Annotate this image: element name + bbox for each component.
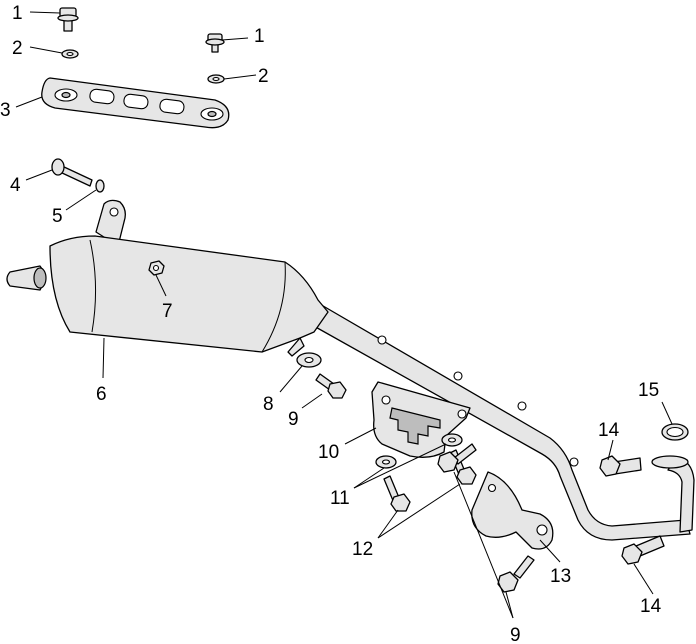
gasket-washer bbox=[296, 352, 322, 368]
bolt-bottom-left bbox=[437, 443, 477, 473]
callout-10: 10 bbox=[318, 442, 339, 463]
mounting-bracket bbox=[41, 77, 230, 129]
callout-11: 11 bbox=[330, 488, 350, 509]
callout-3: 3 bbox=[0, 100, 11, 121]
callout-2: 2 bbox=[258, 66, 269, 87]
bolt-top-right bbox=[205, 33, 225, 53]
callout-1: 1 bbox=[254, 26, 265, 47]
nut bbox=[148, 260, 165, 276]
pipe-clamp-bracket bbox=[471, 471, 554, 550]
callout-2: 2 bbox=[12, 38, 23, 59]
bolt-flange-upper bbox=[599, 455, 642, 477]
washer-top-right bbox=[207, 74, 225, 84]
callout-9: 9 bbox=[288, 409, 299, 430]
callout-5: 5 bbox=[52, 206, 63, 227]
washer-shield-right bbox=[441, 433, 463, 447]
exhaust-pipe bbox=[311, 302, 695, 541]
callout-14: 14 bbox=[640, 596, 662, 617]
callout-9: 9 bbox=[510, 625, 521, 644]
callout-1: 1 bbox=[12, 3, 23, 24]
callout-15: 15 bbox=[638, 380, 659, 401]
callout-13: 13 bbox=[550, 566, 571, 587]
bolt-top-left bbox=[57, 7, 79, 32]
muffler bbox=[6, 199, 329, 357]
leader-lines bbox=[15, 11, 673, 619]
washer-top-left bbox=[61, 49, 79, 59]
callout-8: 8 bbox=[263, 394, 274, 415]
bolt-bottom-right bbox=[497, 555, 535, 593]
callout-7: 7 bbox=[162, 301, 173, 322]
callout-14: 14 bbox=[598, 420, 620, 441]
washer-shield-left bbox=[375, 455, 397, 469]
bolt-shield-left bbox=[383, 475, 411, 512]
callout-labels: 1 1 2 2 3 4 5 6 7 8 9 10 11 12 13 9 14 1… bbox=[0, 3, 662, 644]
bolt-side bbox=[51, 158, 93, 187]
washer-side bbox=[95, 179, 105, 193]
exhaust-gasket bbox=[661, 423, 689, 441]
bolt-flange-lower bbox=[621, 535, 665, 565]
callout-4: 4 bbox=[10, 175, 21, 196]
callout-12: 12 bbox=[352, 539, 373, 560]
bolt-mid bbox=[315, 373, 347, 399]
callout-6: 6 bbox=[96, 384, 107, 405]
